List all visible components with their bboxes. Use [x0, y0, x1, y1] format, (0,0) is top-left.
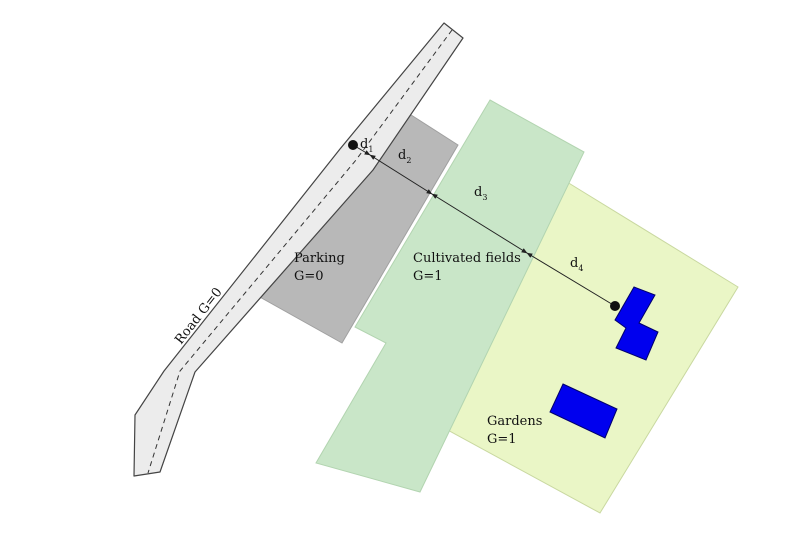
road-centerline: [147, 29, 453, 474]
distance-path: [348, 140, 620, 311]
fields-g-label: G=1: [413, 269, 443, 284]
segment-d2: [369, 154, 433, 195]
gardens-g-label: G=1: [487, 432, 517, 447]
segment-d3: [431, 193, 528, 254]
building-house: [614, 286, 659, 361]
road-surface: [133, 22, 464, 477]
building-garden-shed: [549, 383, 618, 439]
parking-label: Parking: [294, 251, 345, 266]
parking-g-label: G=0: [294, 269, 324, 284]
road: [133, 22, 464, 477]
segment-d4: [526, 252, 616, 307]
label-d3: d3: [474, 185, 487, 202]
label-d2: d2: [398, 148, 411, 165]
label-d4: d4: [570, 256, 583, 273]
label-d1: d1: [360, 137, 373, 154]
fields-label: Cultivated fields: [413, 251, 521, 266]
start-point: [348, 140, 358, 150]
end-point: [610, 301, 620, 311]
gardens-label: Gardens: [487, 414, 542, 429]
